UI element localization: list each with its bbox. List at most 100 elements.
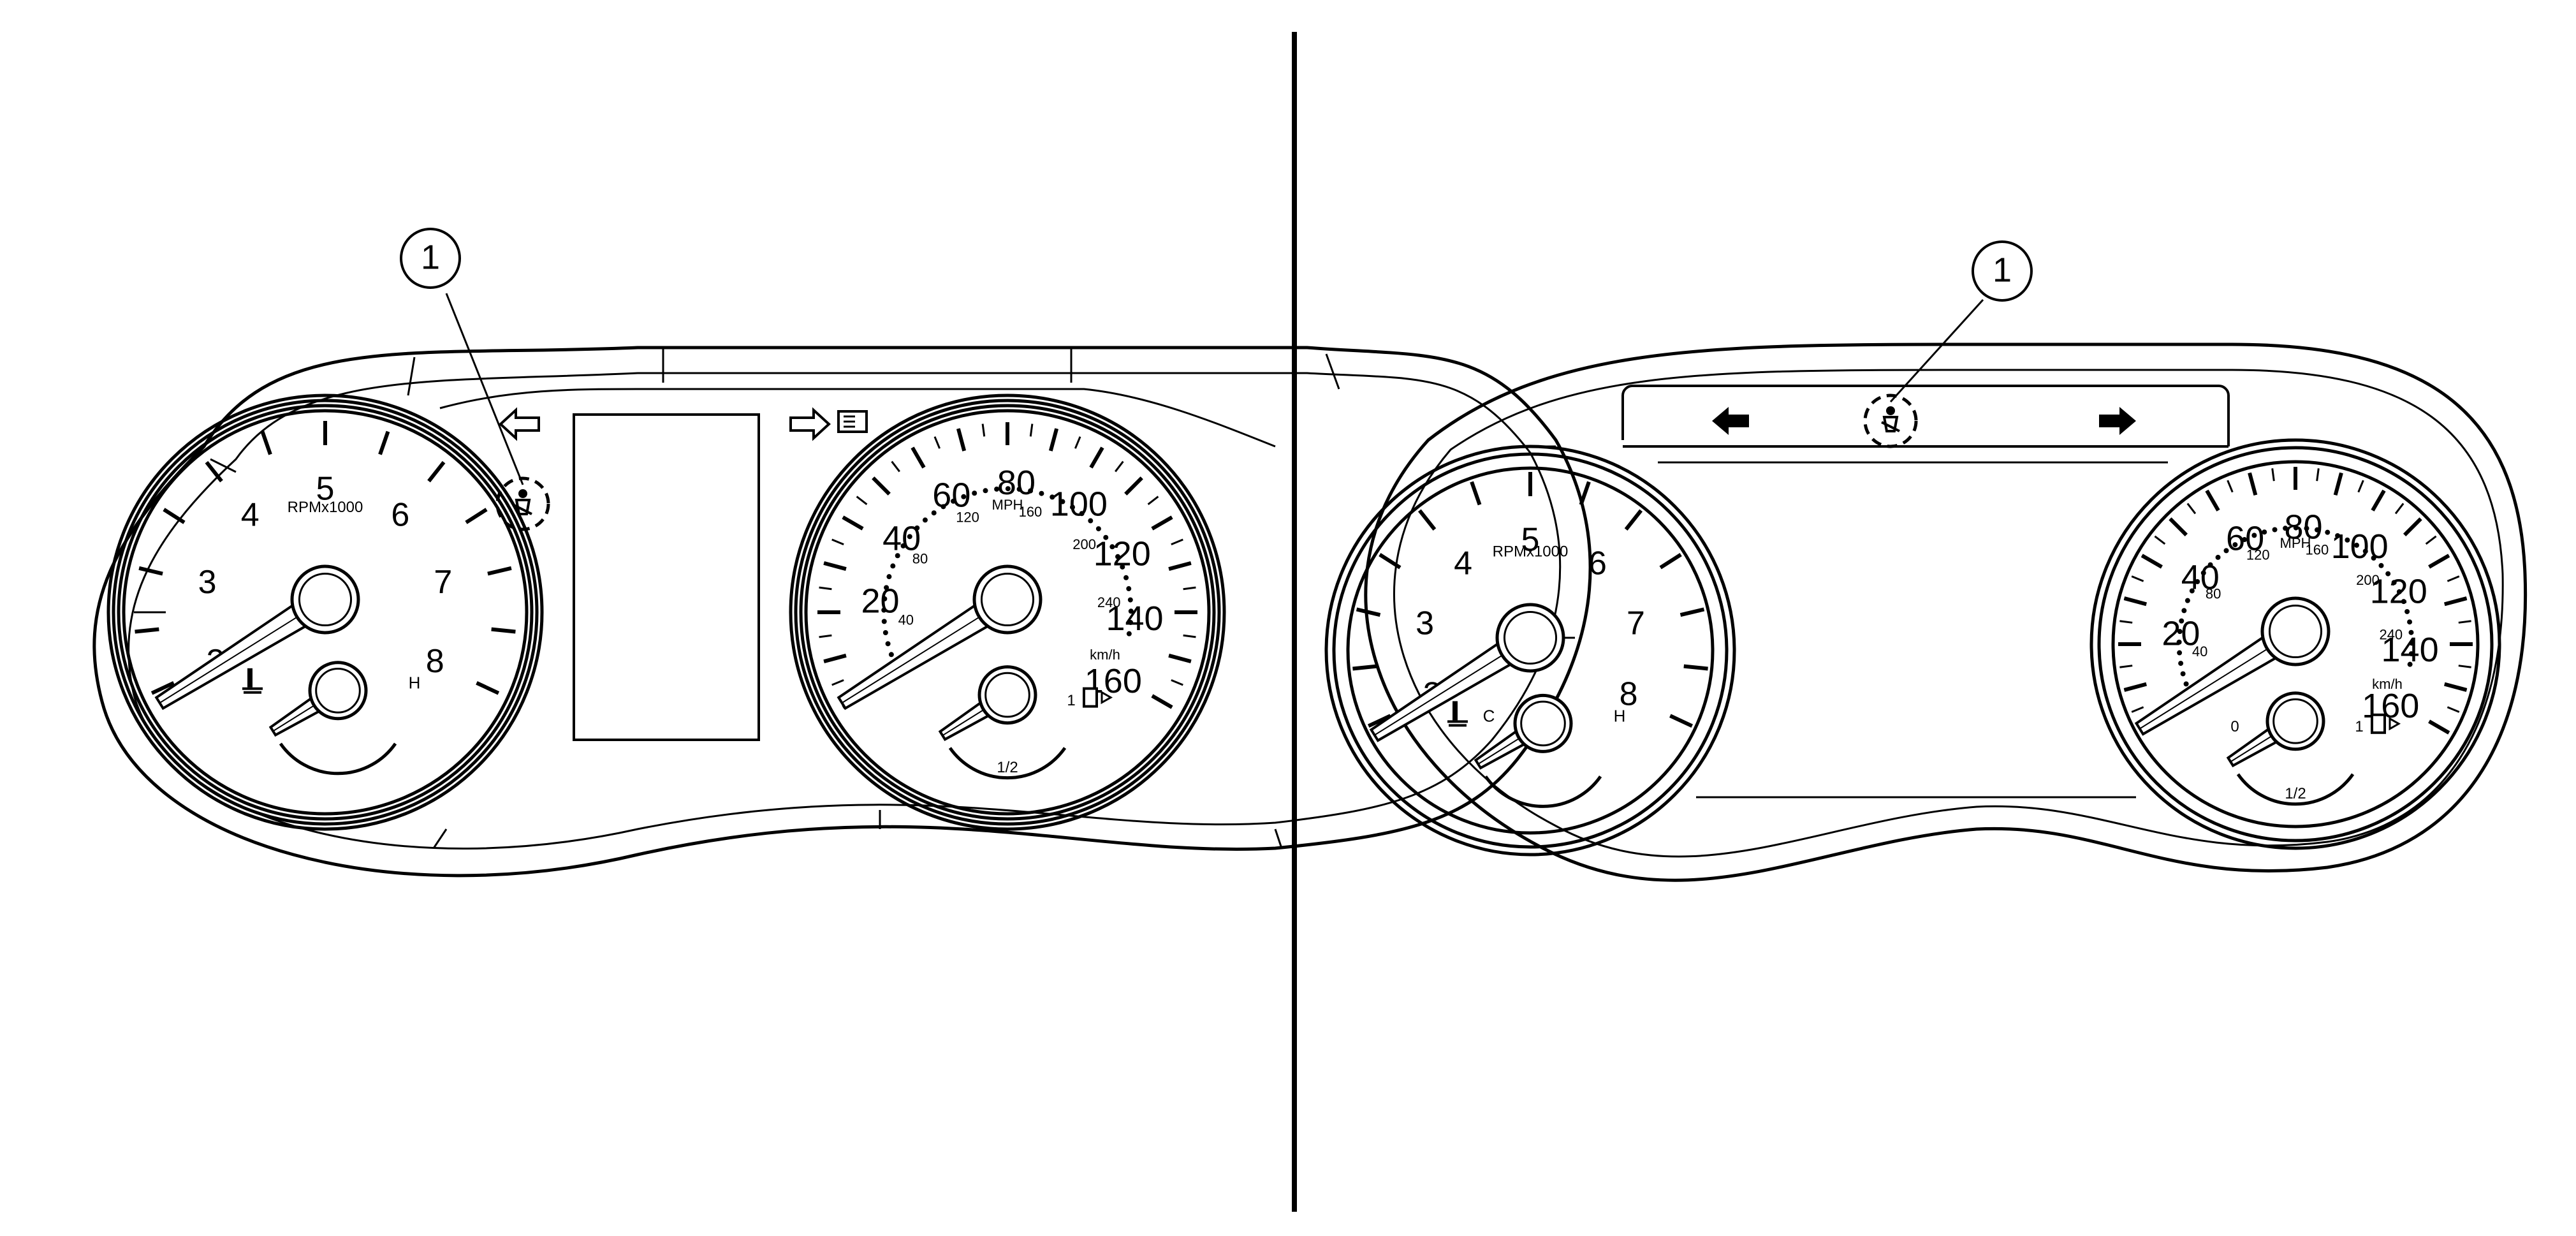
seatbelt-warning-icon — [513, 489, 532, 515]
callout-number: 1 — [421, 238, 440, 276]
scale-dot — [907, 534, 912, 540]
arrow-right-outline-icon — [789, 407, 831, 441]
scale-dot — [2200, 570, 2206, 576]
tick-mark — [1683, 664, 1708, 671]
gauge-rim — [789, 394, 1226, 831]
tick-mark — [491, 627, 516, 634]
scale-dot — [1128, 608, 1134, 614]
tach-number: 5 — [1521, 522, 1540, 559]
scale-dot — [2177, 650, 2183, 656]
kmh-number: 80 — [912, 551, 928, 567]
mph-number: 80 — [2285, 508, 2323, 547]
tick-mark — [2394, 503, 2404, 515]
tick-mark — [1171, 538, 1183, 545]
mph-number: 80 — [997, 464, 1036, 502]
scale-dot — [994, 486, 1000, 492]
tach-needle — [1369, 603, 1565, 742]
housing-panel-line — [432, 828, 448, 849]
mph-number: 140 — [1106, 600, 1163, 638]
tick-mark — [856, 496, 868, 505]
scale-dot — [983, 488, 988, 494]
tick-mark — [831, 538, 844, 545]
tick-mark — [2227, 480, 2234, 493]
temp-hot-label: H — [409, 673, 421, 693]
scale-dot — [1109, 544, 1115, 550]
fuel-half-label: 1/2 — [2285, 785, 2306, 802]
scale-dot — [1088, 518, 1094, 524]
tick-mark — [823, 562, 837, 568]
scale-dot — [2407, 661, 2413, 667]
tick-mark — [1132, 477, 1143, 488]
mph-number: 100 — [2331, 527, 2389, 566]
scale-dot — [884, 585, 889, 591]
housing-panel-line — [210, 458, 237, 473]
tick-mark — [842, 516, 854, 525]
tick-mark — [1178, 562, 1192, 568]
scale-dot — [2315, 527, 2320, 533]
tick-mark — [1680, 607, 1705, 617]
scale-dot — [2391, 580, 2397, 585]
scale-dot — [888, 652, 894, 658]
tick-mark — [2154, 535, 2166, 545]
scale-dot — [2195, 578, 2200, 584]
tick-mark — [2271, 468, 2275, 482]
tick-mark — [2447, 575, 2460, 582]
mph-unit-label: MPH — [992, 497, 1023, 513]
gauge-rim — [804, 409, 1211, 816]
speedometer-needle — [837, 564, 1043, 710]
tick-mark — [957, 428, 963, 441]
scale-dot — [2262, 529, 2267, 535]
tach-number: 5 — [316, 471, 335, 508]
tick-mark — [2248, 473, 2254, 486]
tick-mark — [1160, 516, 1173, 525]
temperature-needle — [1474, 693, 1573, 770]
arrow-right-solid-icon — [2099, 407, 2136, 435]
tick-mark — [1147, 496, 1159, 505]
tick-mark — [163, 508, 186, 524]
tick-mark — [1178, 657, 1192, 663]
scale-dot — [2362, 548, 2368, 554]
tach-unit-label: RPMx1000 — [288, 499, 363, 516]
tick-mark — [2458, 665, 2471, 668]
fuel-arc — [948, 747, 1067, 780]
scale-dot — [1123, 575, 1129, 580]
scale-dot — [2223, 548, 2229, 554]
center-display-screen — [573, 413, 760, 741]
callout-circle — [1972, 240, 2033, 302]
scale-dot — [2207, 562, 2213, 568]
tick-mark — [1115, 460, 1124, 473]
tick-mark — [427, 460, 446, 483]
outer-housing — [1364, 342, 2528, 882]
scale-dot — [2177, 629, 2183, 635]
tachometer: 2345678RPMx1000H — [106, 394, 544, 831]
kmh-number: 160 — [2305, 541, 2329, 557]
tachometer: 2345678RPMx1000HC — [1324, 445, 1736, 857]
tick-mark — [2337, 473, 2343, 486]
housing-panel-line — [1274, 828, 1283, 849]
tick-mark — [2458, 620, 2471, 624]
scale-dot — [2407, 619, 2413, 625]
scale-dot — [931, 510, 937, 516]
tick-mark — [2316, 468, 2320, 482]
tick-mark — [1659, 553, 1682, 570]
kmh-number: 40 — [898, 612, 914, 628]
temperature-needle — [268, 661, 368, 737]
tick-mark — [891, 460, 900, 473]
tach-number: 6 — [391, 497, 409, 534]
tick-mark — [1624, 509, 1643, 531]
mph-number: 40 — [882, 519, 921, 557]
tick-mark — [1352, 664, 1377, 671]
callout-number: 1 — [1993, 251, 2012, 289]
gauge-rim — [1324, 445, 1736, 857]
scale-dot — [2408, 651, 2414, 657]
scale-dot — [940, 504, 946, 510]
scale-dot — [2189, 588, 2195, 594]
kmh-unit-label: km/h — [1090, 647, 1120, 663]
arrow-left-solid-icon — [1712, 407, 1749, 435]
scale-dot — [1128, 620, 1134, 626]
fuel-empty-label: 0 — [2230, 718, 2239, 735]
scale-dot — [2401, 599, 2406, 605]
tick-mark — [1470, 481, 1482, 506]
